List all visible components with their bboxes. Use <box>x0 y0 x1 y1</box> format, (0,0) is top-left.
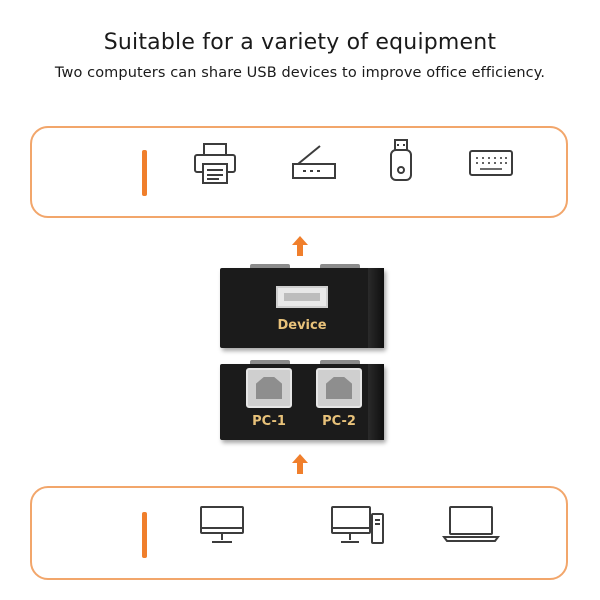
panel-accent-bar <box>142 512 147 558</box>
box-rim <box>320 360 360 364</box>
scanner-icon <box>290 142 338 182</box>
monitor-icon <box>198 504 246 546</box>
box-rim <box>320 264 360 268</box>
box-rim <box>250 264 290 268</box>
usb-a-port-inner <box>284 293 320 301</box>
pc1-port-label: PC-1 <box>252 414 286 429</box>
box-rim <box>250 360 290 364</box>
arrow-up-icon <box>292 454 308 478</box>
device-port-label: Device <box>277 318 327 333</box>
pc2-port-label: PC-2 <box>322 414 356 429</box>
switch-pc-side: PC-1 PC-2 <box>220 360 384 440</box>
switch-device-side: Device <box>220 264 384 348</box>
page-title: Suitable for a variety of equipment <box>103 30 497 55</box>
usb-b-port-pc1 <box>246 368 292 408</box>
usb-b-port-pc2 <box>316 368 362 408</box>
panel-accent-bar <box>142 150 147 196</box>
devices-panel <box>30 126 568 218</box>
usb-flash-drive-icon <box>388 138 414 182</box>
usb-b-port-inner <box>256 377 282 399</box>
computers-panel <box>30 486 568 580</box>
arrow-up-icon <box>292 236 308 260</box>
desktop-computer-icon <box>330 504 386 546</box>
keyboard-icon <box>468 148 514 178</box>
usb-b-port-inner <box>326 377 352 399</box>
printer-icon <box>192 142 240 186</box>
laptop-icon <box>442 504 500 544</box>
box-side-shade <box>368 268 384 348</box>
usb-a-port <box>276 286 328 308</box>
box-side-shade <box>368 364 384 440</box>
page-subtitle: Two computers can share USB devices to i… <box>54 65 546 81</box>
